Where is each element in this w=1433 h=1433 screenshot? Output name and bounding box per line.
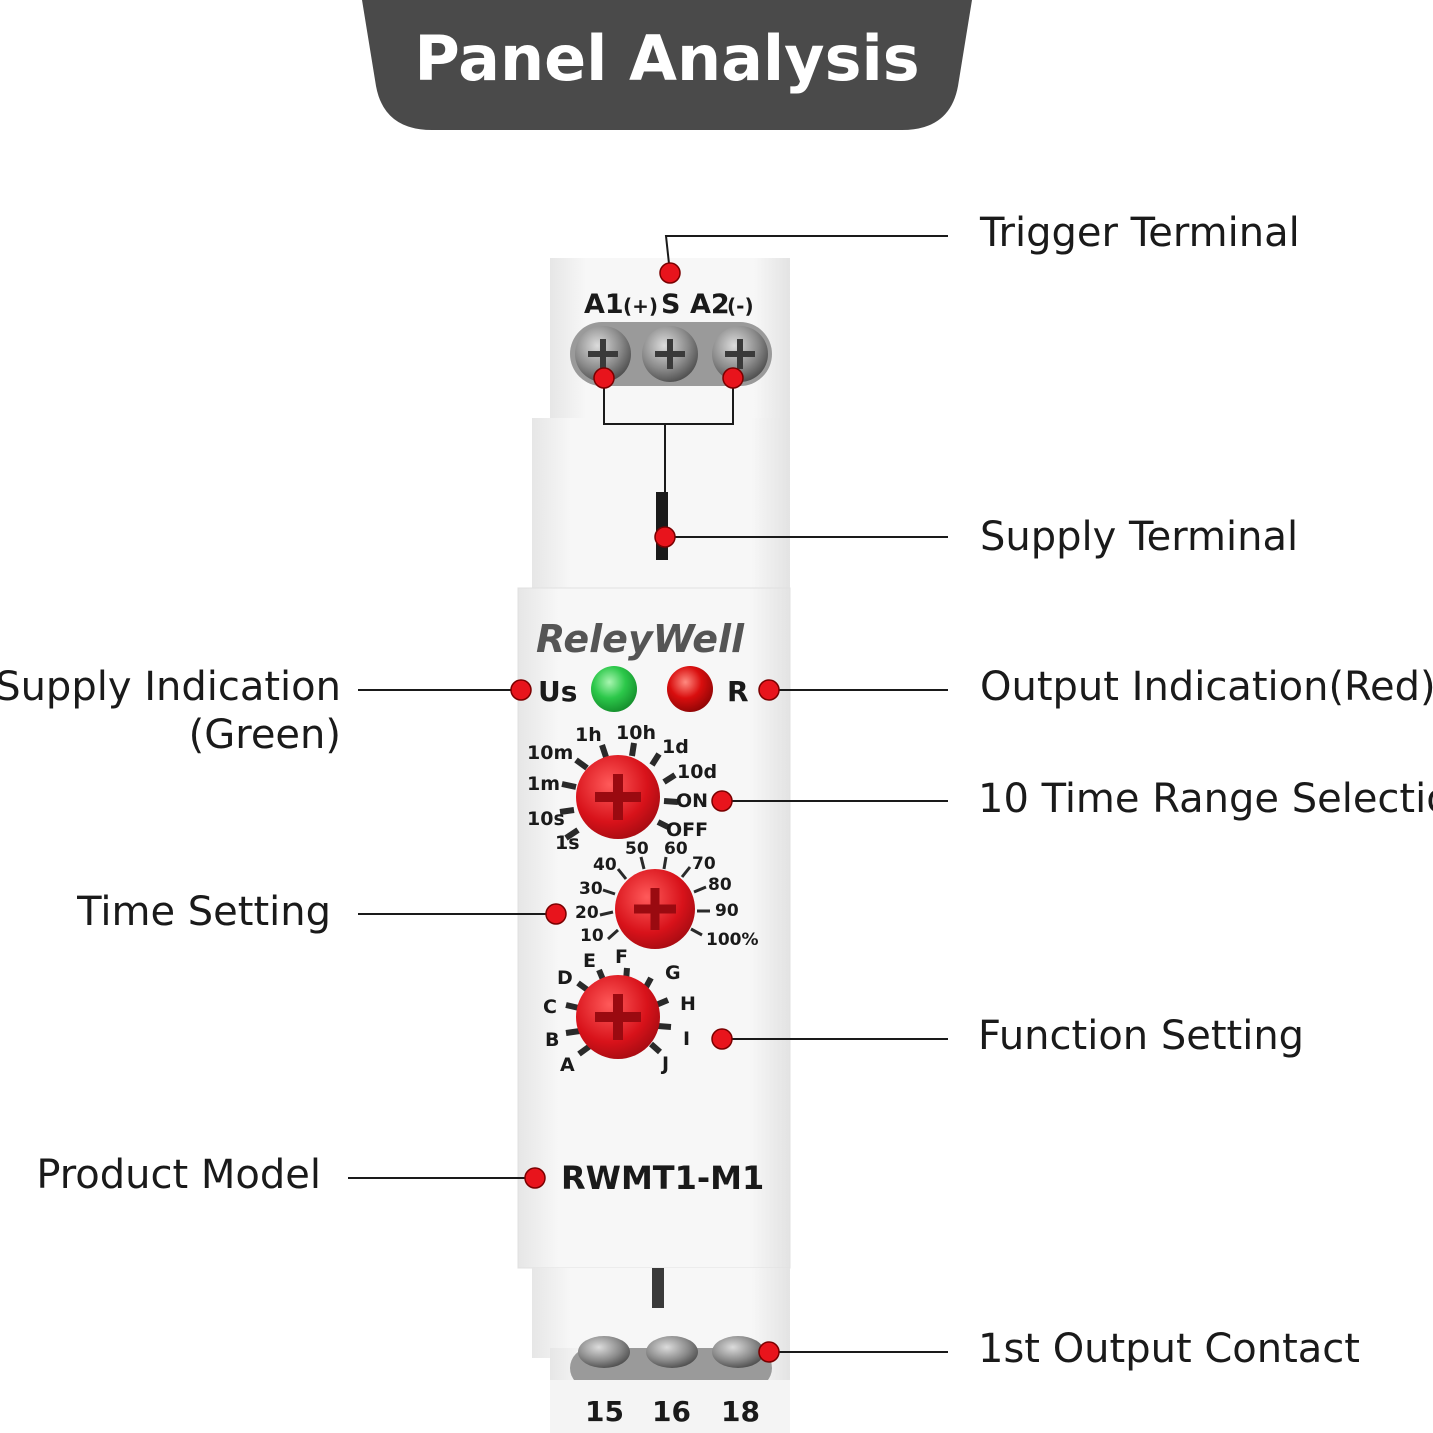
screw-15-icon[interactable] xyxy=(578,1336,630,1368)
supply-led-green xyxy=(591,666,637,712)
function-label-g: G xyxy=(665,962,681,984)
callout-product-model: Product Model xyxy=(36,1152,321,1198)
callout-output-indication: Output Indication(Red) xyxy=(980,664,1433,710)
function-label-e: E xyxy=(583,950,596,972)
function-label-d: D xyxy=(557,967,573,989)
terminal-16-label: 16 xyxy=(652,1395,691,1428)
top-terminal-block xyxy=(570,322,772,386)
time-label-70: 70 xyxy=(692,854,716,874)
time-label-30: 30 xyxy=(579,879,603,899)
terminal-18-label: 18 xyxy=(721,1395,760,1428)
bottom-terminal-block xyxy=(550,1336,790,1433)
slot-top xyxy=(656,492,668,560)
range-label-1d: 1d xyxy=(662,736,689,758)
terminal-a2-sign: (-) xyxy=(727,294,754,318)
time-label-50: 50 xyxy=(625,839,649,859)
terminal-a1-sign: (+) xyxy=(623,294,658,318)
callout-supply-terminal: Supply Terminal xyxy=(980,514,1299,560)
function-label-j: J xyxy=(660,1053,669,1075)
time-label-80: 80 xyxy=(708,875,732,895)
function-label-h: H xyxy=(680,993,696,1015)
time-label-90: 90 xyxy=(715,901,739,921)
callout-supply-indication-sub: (Green) xyxy=(188,712,341,758)
time-label-40: 40 xyxy=(593,855,617,875)
time-label-100: 100% xyxy=(706,930,759,950)
callout-trigger-terminal: Trigger Terminal xyxy=(980,210,1300,256)
screw-16-icon[interactable] xyxy=(646,1336,698,1368)
range-label-10h: 10h xyxy=(616,722,656,744)
callout-output-contact: 1st Output Contact xyxy=(978,1326,1360,1372)
led-us-label: Us xyxy=(538,675,577,708)
time-label-10: 10 xyxy=(580,926,604,946)
output-led-red xyxy=(667,666,713,712)
function-label-f: F xyxy=(615,946,628,968)
range-label-10m: 10m xyxy=(527,742,573,764)
function-label-b: B xyxy=(545,1029,559,1051)
callout-supply-indication: Supply Indication xyxy=(0,664,341,710)
range-label-1h: 1h xyxy=(575,724,602,746)
callout-time-range-selection: 10 Time Range Selection xyxy=(978,776,1433,822)
range-label-10d: 10d xyxy=(677,761,717,783)
page-title: Panel Analysis xyxy=(414,22,920,95)
terminal-a1-label: A1 xyxy=(584,289,624,320)
time-dial[interactable] xyxy=(599,856,710,949)
range-label-1s: 1s xyxy=(555,832,580,854)
marker-dots xyxy=(510,262,780,1363)
function-label-c: C xyxy=(543,996,557,1018)
led-r-label: R xyxy=(727,675,749,708)
time-label-20: 20 xyxy=(575,903,599,923)
function-label-i: I xyxy=(683,1028,690,1050)
function-label-a: A xyxy=(560,1054,575,1076)
time-label-60: 60 xyxy=(664,839,688,859)
range-dial[interactable] xyxy=(559,742,679,841)
callout-time-setting: Time Setting xyxy=(77,889,331,935)
title-banner xyxy=(362,0,972,130)
leader-lines xyxy=(348,235,948,1353)
range-label-on: ON xyxy=(676,790,708,812)
range-label-10s: 10s xyxy=(527,808,565,830)
range-label-1m: 1m xyxy=(527,773,560,795)
range-label-off: OFF xyxy=(666,819,708,841)
callout-function-setting: Function Setting xyxy=(978,1013,1305,1059)
terminal-s-label: S xyxy=(661,289,680,320)
function-dial[interactable] xyxy=(565,967,672,1059)
terminal-a2-label: A2 xyxy=(690,289,730,320)
slot-bottom xyxy=(652,1268,664,1308)
screw-18-icon[interactable] xyxy=(712,1336,764,1368)
model-number: RWMT1-M1 xyxy=(561,1159,764,1197)
brand-logo: ReleyWell xyxy=(536,617,745,661)
terminal-15-label: 15 xyxy=(585,1395,624,1428)
